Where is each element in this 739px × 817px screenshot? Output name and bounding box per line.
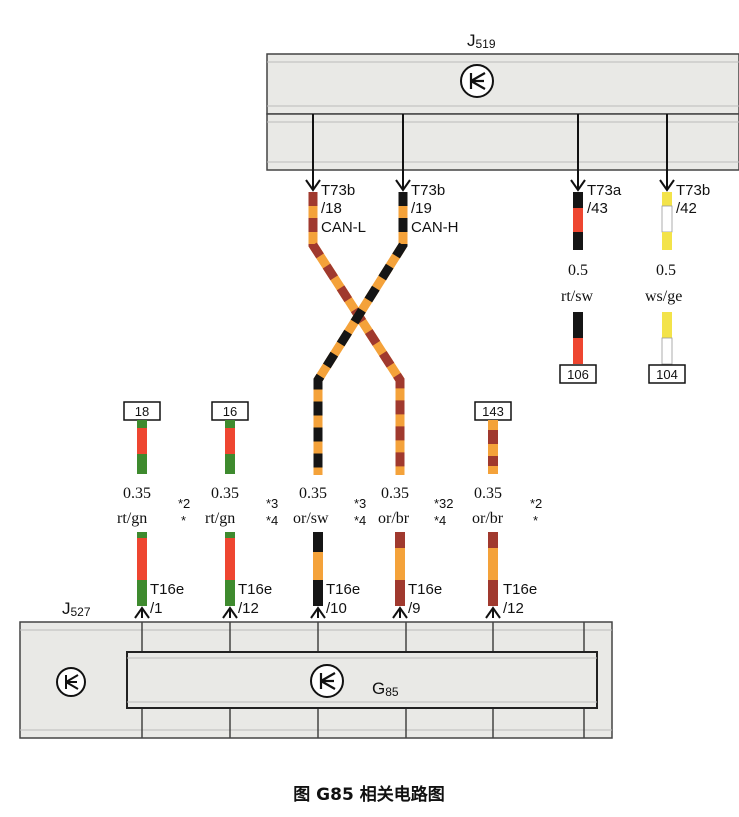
wire-note: *4	[354, 513, 366, 528]
connector-pin: /43	[587, 200, 608, 217]
wire-color: or/sw	[293, 510, 329, 527]
j519-drop-lines	[312, 114, 668, 180]
wire-or-br-3-upper	[488, 420, 498, 474]
bottom-connector-symbols	[134, 606, 501, 619]
svg-text:16: 16	[223, 404, 237, 419]
connector-pin: /10	[326, 600, 347, 617]
j519-housing	[266, 53, 739, 115]
connector-pin: /9	[408, 600, 421, 617]
wire-rt-gn-1-lower	[137, 532, 147, 606]
svg-text:18: 18	[135, 404, 149, 419]
top-connector-symbols	[305, 179, 675, 192]
wire-color: or/br	[472, 510, 504, 527]
wire-color: ws/ge	[645, 288, 682, 305]
wire-color: rt/gn	[205, 510, 235, 527]
top-wire-specs: 0.5 rt/sw 0.5 ws/ge	[561, 262, 682, 305]
wire-size: 0.5	[656, 262, 676, 279]
j527-label: J527	[62, 599, 91, 619]
wire-size: 0.35	[123, 485, 151, 502]
top-connector-labels: T73b /18 CAN-L T73b /19 CAN-H T73a /43 T…	[321, 182, 710, 236]
connector-label: T73b	[676, 182, 710, 199]
wire-note: *4	[434, 513, 446, 528]
wire-note: *	[533, 513, 538, 528]
j519-control-unit: J519	[266, 31, 739, 171]
svg-text:106: 106	[567, 367, 589, 382]
wire-or-br-2-lower	[488, 532, 498, 606]
ref-box-18: 18	[123, 401, 161, 421]
wire-or-br-1-lower	[395, 532, 405, 606]
wire-note: *32	[434, 496, 454, 511]
j519-connector-strip	[266, 113, 739, 171]
wire-or-sw-lower	[313, 532, 323, 606]
connector-label: T16e	[408, 581, 442, 598]
wire-rt-gn-2-lower	[225, 532, 235, 606]
connector-label: T73a	[587, 182, 622, 199]
signal-can-l: CAN-L	[321, 219, 366, 236]
wire-color: rt/sw	[561, 288, 593, 305]
connector-pin: /19	[411, 200, 432, 217]
g85-sensor: G85	[126, 651, 598, 709]
g85-ground-star-icon	[310, 664, 344, 698]
connector-pin: /1	[150, 600, 163, 617]
connector-pin: /12	[503, 600, 524, 617]
bottom-connector-labels: T16e /1 T16e /12 T16e /10 T16e /9 T16e /…	[150, 581, 537, 617]
wire-note: *2	[530, 496, 542, 511]
j519-ground-star-icon	[460, 64, 494, 98]
connector-label: T16e	[150, 581, 184, 598]
wire-size: 0.5	[568, 262, 588, 279]
wire-note: *3	[266, 496, 278, 511]
connector-pin: /12	[238, 600, 259, 617]
connector-label: T73b	[321, 182, 355, 199]
g85-housing	[126, 651, 598, 709]
ref-box-16: 16	[211, 401, 249, 421]
connector-pin: /42	[676, 200, 697, 217]
figure-caption: 图 G85 相关电路图	[293, 784, 444, 805]
wire-rt-sw-lower	[573, 312, 583, 364]
svg-text:104: 104	[656, 367, 678, 382]
connector-label: T16e	[326, 581, 360, 598]
wire-note: *4	[266, 513, 278, 528]
wire-size: 0.35	[474, 485, 502, 502]
ref-box-143: 143	[474, 401, 512, 421]
ref-box-106: 106	[559, 364, 597, 384]
can-h-wire	[313, 192, 408, 475]
wire-color: or/br	[378, 510, 410, 527]
wire-ws-ge-upper	[661, 192, 673, 250]
wire-note: *2	[178, 496, 190, 511]
connector-label: T73b	[411, 182, 445, 199]
connector-label: T16e	[503, 581, 537, 598]
wire-rt-gn-1-upper	[137, 420, 147, 474]
wire-size: 0.35	[299, 485, 327, 502]
wire-size: 0.35	[211, 485, 239, 502]
wire-rt-sw-upper	[573, 192, 583, 250]
signal-can-h: CAN-H	[411, 219, 459, 236]
wire-note: *3	[354, 496, 366, 511]
bottom-wire-specs: 0.35 rt/gn *2 * 0.35 rt/gn *3 *4 0.35 or…	[117, 485, 542, 528]
wire-rt-gn-2-upper	[225, 420, 235, 474]
g85-label: G85	[372, 679, 399, 699]
wire-note: *	[181, 513, 186, 528]
j519-label: J519	[467, 31, 496, 51]
ref-box-104: 104	[648, 364, 686, 384]
connector-pin: /18	[321, 200, 342, 217]
wire-ws-ge-lower	[661, 312, 673, 365]
j527-ground-star-icon	[56, 667, 86, 697]
svg-text:143: 143	[482, 404, 504, 419]
connector-label: T16e	[238, 581, 272, 598]
wire-size: 0.35	[381, 485, 409, 502]
wire-color: rt/gn	[117, 510, 147, 527]
